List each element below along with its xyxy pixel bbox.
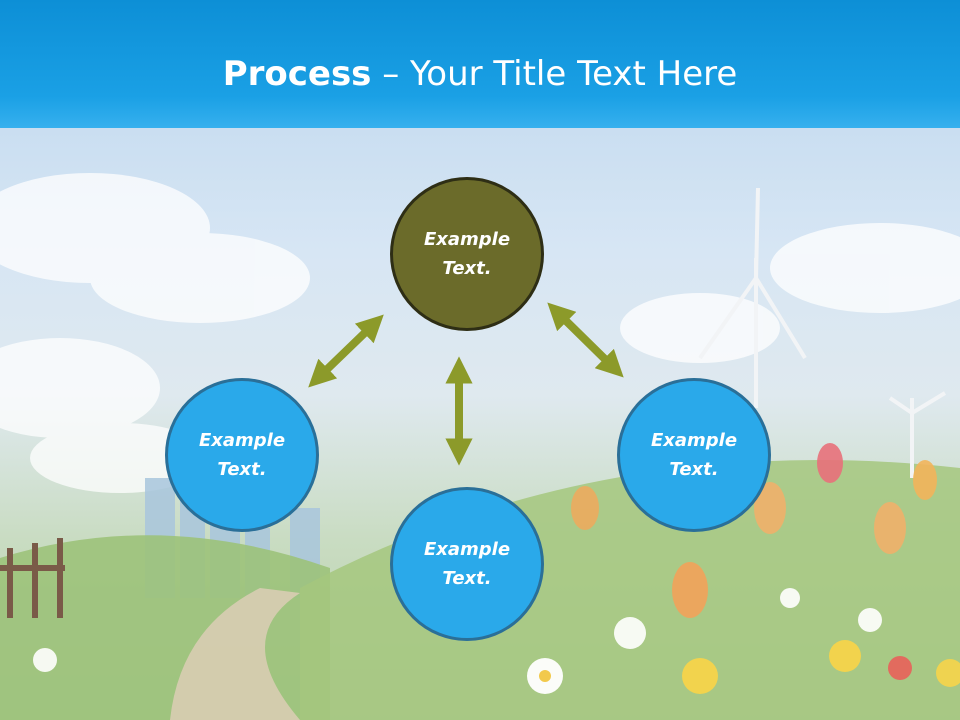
slide-title: Process – Your Title Text Here xyxy=(0,52,960,96)
fence xyxy=(0,538,65,618)
arrow-top-left xyxy=(308,314,384,388)
clouds xyxy=(0,173,960,493)
flowers xyxy=(33,443,960,694)
title-rest: – Your Title Text Here xyxy=(371,54,738,94)
node-bottom: Example Text. xyxy=(390,487,544,641)
arrow-top-right xyxy=(547,302,624,378)
node-top-label: Example Text. xyxy=(423,229,511,279)
node-right-label: Example Text. xyxy=(650,430,738,480)
title-bold: Process xyxy=(222,54,372,94)
node-right: Example Text. xyxy=(617,378,771,532)
title-bar xyxy=(0,0,960,128)
node-top: Example Text. xyxy=(390,177,544,331)
wind-turbines xyxy=(698,187,947,478)
node-left-label: Example Text. xyxy=(198,430,286,480)
node-left: Example Text. xyxy=(165,378,319,532)
node-bottom-label: Example Text. xyxy=(423,539,511,589)
dirt-path xyxy=(170,588,300,720)
